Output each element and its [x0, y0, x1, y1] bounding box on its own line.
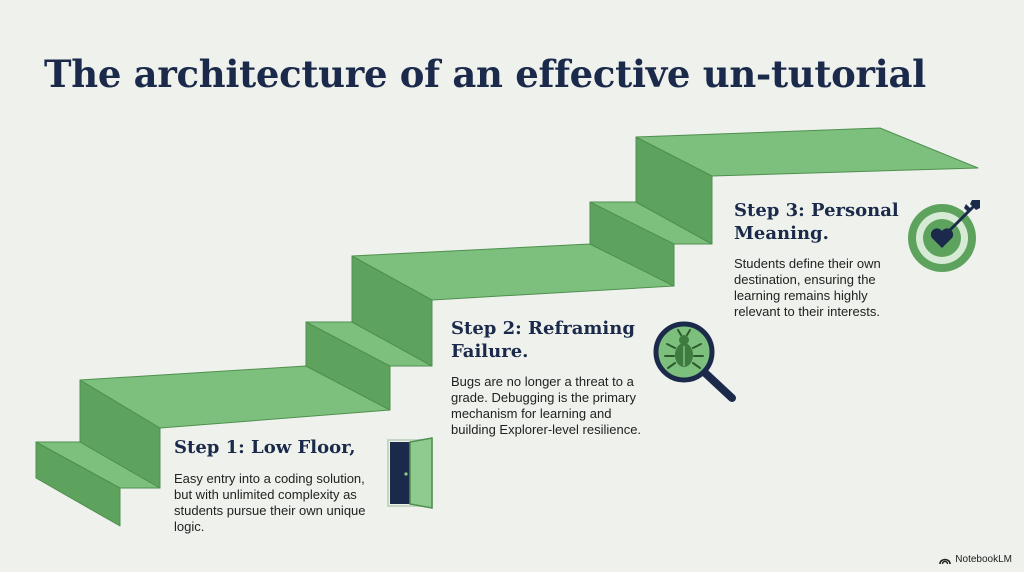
notebooklm-logo-icon	[939, 558, 952, 564]
bug-magnifier-icon	[653, 321, 736, 402]
step-3-description: Students define their own destination, e…	[734, 256, 881, 319]
step-1-description: Easy entry into a coding solution, but w…	[174, 471, 366, 534]
step-3-title: Step 3: Personal Meaning.	[734, 200, 899, 244]
brand-name: NotebookLM	[955, 554, 1012, 565]
brand-watermark: NotebookLM	[939, 554, 1012, 565]
step-1-title: Step 1: Low Floor,	[174, 437, 356, 458]
open-door-icon	[387, 437, 433, 509]
target-heart-icon	[908, 200, 980, 272]
step-2-title: Step 2: Reframing Failure.	[451, 318, 635, 362]
step-2-description: Bugs are no longer a threat to a grade. …	[451, 374, 642, 437]
page-title: The architecture of an effective un-tuto…	[44, 52, 926, 96]
stair-tread	[635, 127, 979, 177]
